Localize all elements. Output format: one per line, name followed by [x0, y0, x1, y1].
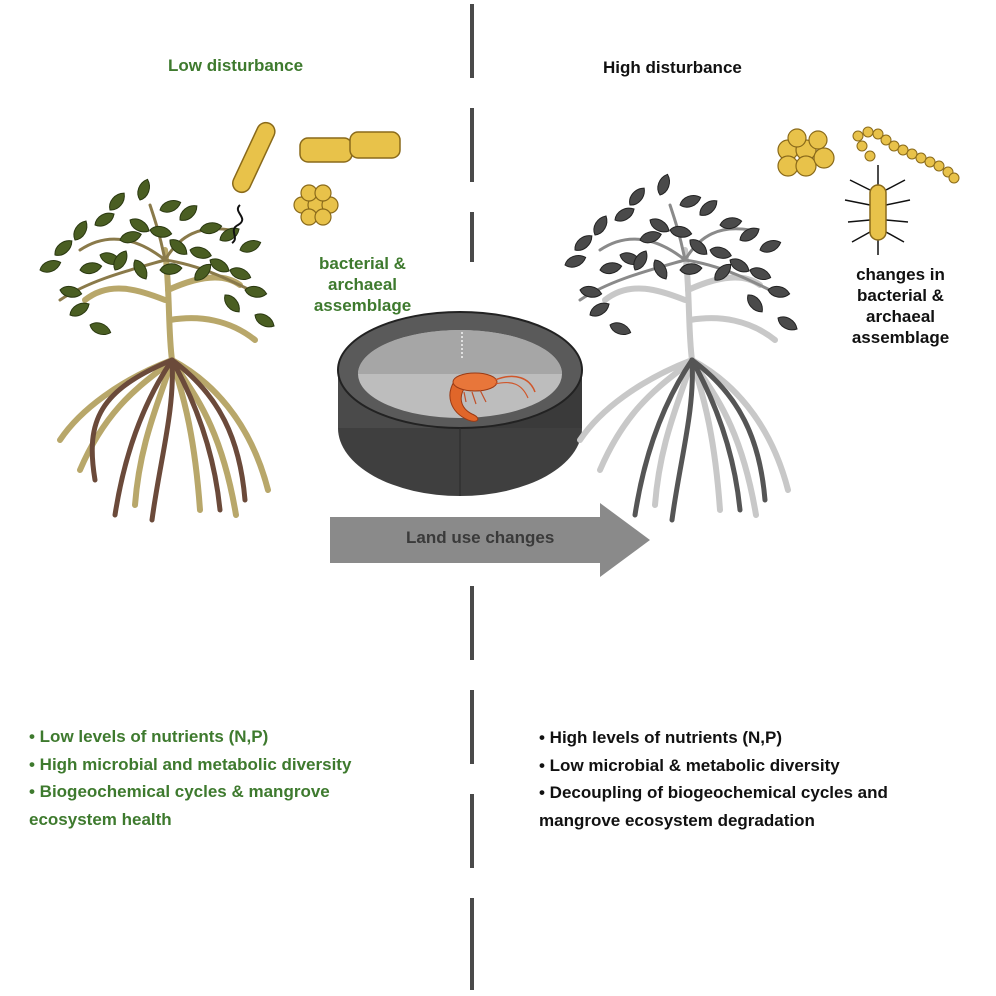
list-item: mangrove ecosystem degradation	[539, 810, 815, 830]
list-item: • High microbial and metabolic diversity	[29, 754, 352, 774]
list-item: • High levels of nutrients (N,P)	[539, 728, 783, 747]
land-use-arrow	[330, 503, 650, 577]
list-item: • Low microbial & metabolic diversity	[539, 755, 840, 775]
changed-microbes-illustration	[777, 126, 960, 255]
shrimp-pond-illustration	[337, 311, 583, 496]
high-disturbance-title: High disturbance	[603, 58, 742, 77]
healthy-mangrove-illustration	[37, 177, 278, 523]
list-item: ecosystem health	[29, 809, 172, 829]
healthy-microbe-label: bacterial & archaeal assemblage	[313, 254, 412, 315]
list-item: • Decoupling of biogeochemical cycles an…	[539, 783, 888, 802]
changed-microbe-label: changes in bacterial & archaeal assembla…	[851, 265, 950, 347]
list-item: • Low levels of nutrients (N,P)	[29, 727, 269, 746]
healthy-microbes-illustration	[231, 121, 401, 244]
degraded-mangrove-illustration	[562, 172, 801, 523]
healthy-traits-list: • Low levels of nutrients (N,P) • High m…	[29, 723, 351, 833]
land-use-label: Land use changes	[406, 528, 555, 547]
list-item: • Biogeochemical cycles & mangrove	[29, 782, 330, 801]
low-disturbance-title: Low disturbance	[168, 56, 304, 75]
shrimp-icon	[449, 372, 536, 422]
degraded-traits-list: • High levels of nutrients (N,P) • Low m…	[539, 724, 888, 834]
